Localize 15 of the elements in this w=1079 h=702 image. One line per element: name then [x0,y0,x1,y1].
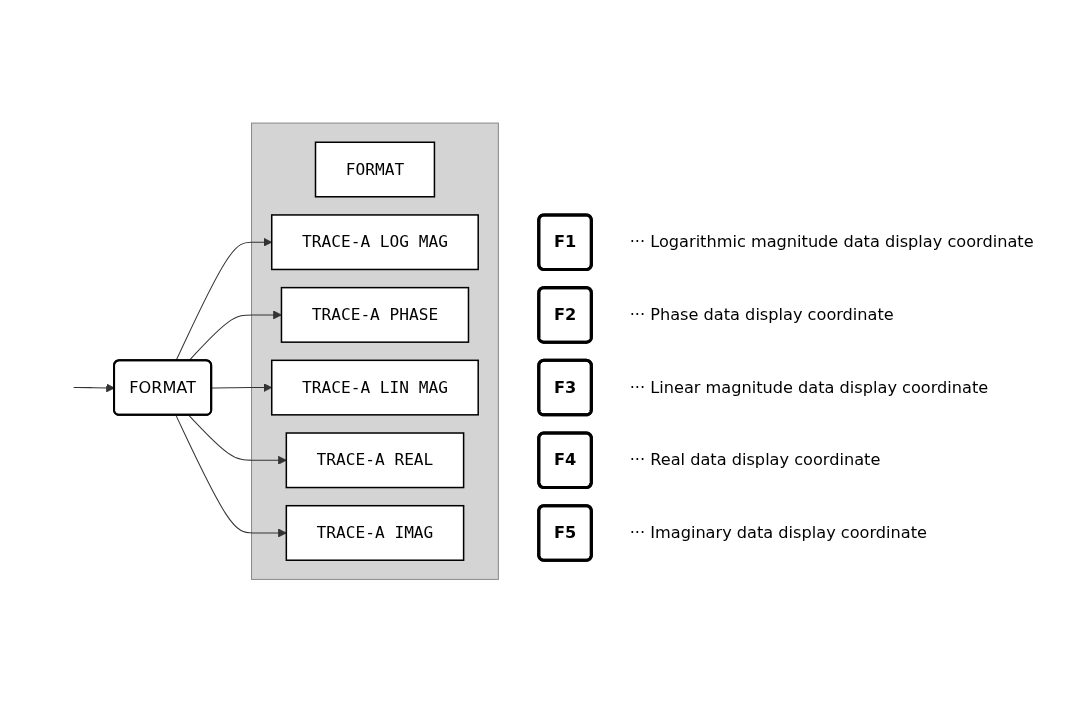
node-label: ··· Phase data display coordinate [629,304,894,324]
node-label: ··· Logarithmic magnitude data display coordinate [629,231,1034,252]
node-box: FORMAT [314,141,436,198]
arrow [188,414,287,465]
node-box: TRACE-A PHASE [280,286,470,343]
node-box: TRACE-A LIN MAG [271,359,479,416]
cluster [251,122,499,580]
arrow [175,414,287,538]
node-box: TRACE-A IMAG [285,504,465,561]
node-label: ··· Linear magnitude data display coordinate [629,377,989,397]
node-box: TRACE-A LOG MAG [271,213,479,270]
node-label: ··· Real data display coordinate [629,449,881,470]
node-box: TRACE-A REAL [285,432,465,489]
node-label: ··· Imaginary data display coordinate [629,522,928,542]
arrow [73,383,115,393]
